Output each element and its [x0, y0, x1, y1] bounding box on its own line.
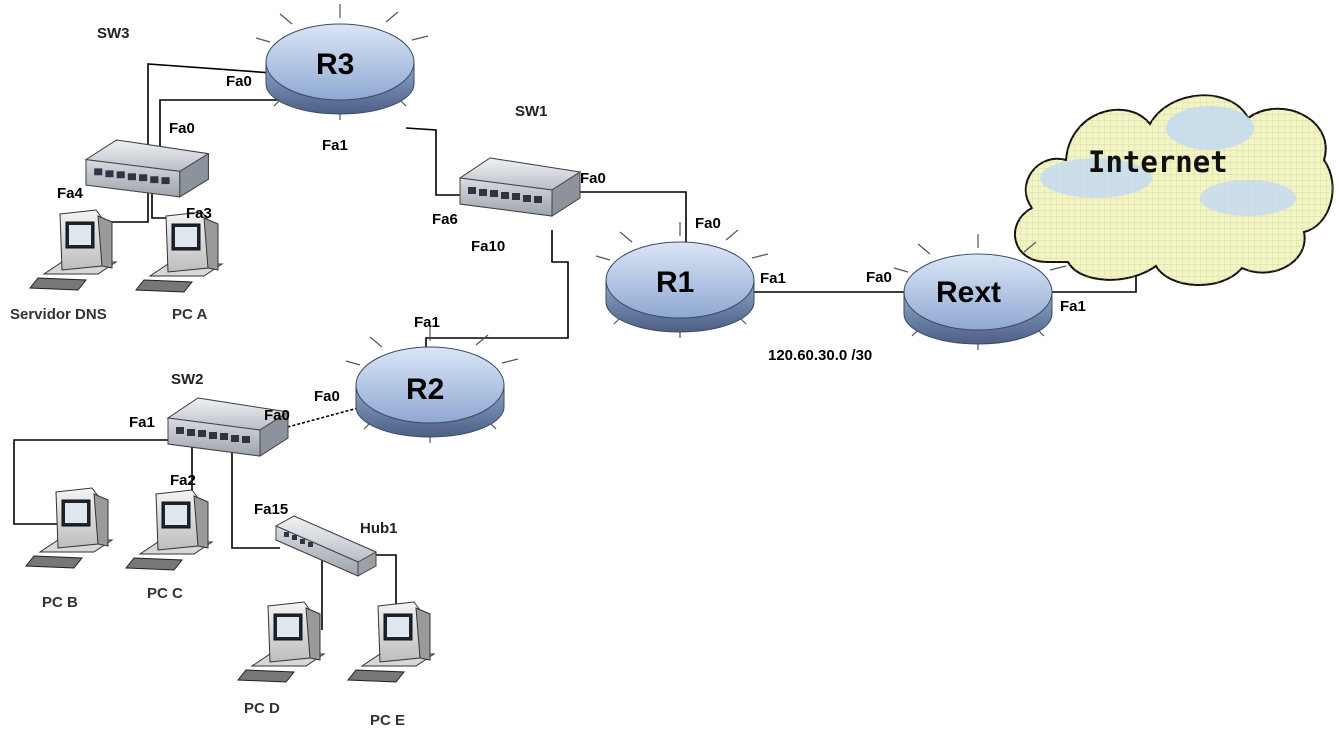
switch-sw2-label: SW2	[171, 371, 204, 388]
host-pc-d[interactable]	[237, 601, 325, 683]
port-r2-fa1: Fa1	[414, 314, 440, 331]
link-r3-sw1	[405, 127, 462, 196]
switch-sw1[interactable]	[459, 157, 581, 217]
cloud-icon	[1014, 94, 1334, 286]
pc-icon	[237, 601, 325, 683]
host-pc-c[interactable]	[125, 489, 213, 571]
port-sw1-fa6: Fa6	[432, 211, 458, 228]
pc-icon	[125, 489, 213, 571]
port-r2-fa0: Fa0	[314, 388, 340, 405]
port-r1-fa1: Fa1	[760, 270, 786, 287]
host-pc-a[interactable]	[135, 211, 223, 293]
host-dns-label: Servidor DNS	[10, 306, 107, 323]
router-rext-label: Rext	[936, 276, 1001, 309]
router-r2[interactable]: R2	[345, 326, 519, 444]
port-r3-fa1: Fa1	[322, 137, 348, 154]
port-sw3-fa4: Fa4	[57, 185, 84, 202]
port-sw2-fa2: Fa2	[170, 472, 196, 489]
pc-icon	[347, 601, 435, 683]
router-r1-label: R1	[656, 266, 694, 299]
host-pca-label: PC A	[172, 306, 207, 323]
hub-hub1[interactable]	[274, 515, 378, 577]
host-pcb-label: PC B	[42, 594, 78, 611]
router-r1[interactable]: R1	[595, 221, 769, 339]
link-r2-sw2	[231, 407, 359, 443]
host-pcd-label: PC D	[244, 700, 280, 717]
host-dns-server[interactable]	[29, 209, 117, 291]
host-pce-label: PC E	[370, 712, 405, 729]
port-sw3-fa3: Fa3	[186, 205, 212, 222]
internet-cloud: Internet	[1014, 94, 1334, 286]
hub-hub1-label: Hub1	[360, 520, 398, 537]
port-r1-fa0: Fa0	[695, 215, 721, 232]
switch-icon	[85, 139, 209, 198]
hub-icon	[274, 515, 378, 577]
port-sw2-fa15: Fa15	[254, 501, 288, 518]
link-sw2-hub	[231, 452, 280, 549]
port-sw1-fa0: Fa0	[580, 170, 606, 187]
router-rext[interactable]: Rext	[893, 233, 1067, 351]
network-address-label: 120.60.30.0 /30	[768, 347, 872, 364]
switch-icon	[459, 157, 581, 217]
switch-sw3-label: SW3	[97, 25, 130, 42]
router-r2-label: R2	[406, 373, 444, 406]
switch-sw3[interactable]	[85, 139, 209, 198]
port-rext-fa0: Fa0	[866, 269, 892, 286]
router-r3-label: R3	[316, 48, 354, 81]
host-pc-e[interactable]	[347, 601, 435, 683]
port-rext-fa1: Fa1	[1060, 298, 1086, 315]
link-r3-sw3	[85, 63, 343, 223]
pc-icon	[29, 209, 117, 291]
link-sw1-r1	[570, 191, 687, 242]
switch-sw1-label: SW1	[515, 103, 548, 120]
port-r3-fa0: Fa0	[226, 73, 252, 90]
port-sw1-fa10: Fa10	[471, 238, 505, 255]
port-sw3-fa0: Fa0	[169, 120, 195, 137]
link-sw2-pcb	[13, 439, 182, 525]
router-r3[interactable]: R3	[255, 3, 429, 121]
link-sw1-r2	[425, 230, 569, 366]
port-sw2-fa0: Fa0	[264, 407, 290, 424]
port-sw2-fa1: Fa1	[129, 414, 155, 431]
internet-label: Internet	[1088, 145, 1228, 179]
pc-icon	[25, 487, 113, 569]
host-pc-b[interactable]	[25, 487, 113, 569]
host-pcc-label: PC C	[147, 585, 183, 602]
pc-icon	[135, 211, 223, 293]
